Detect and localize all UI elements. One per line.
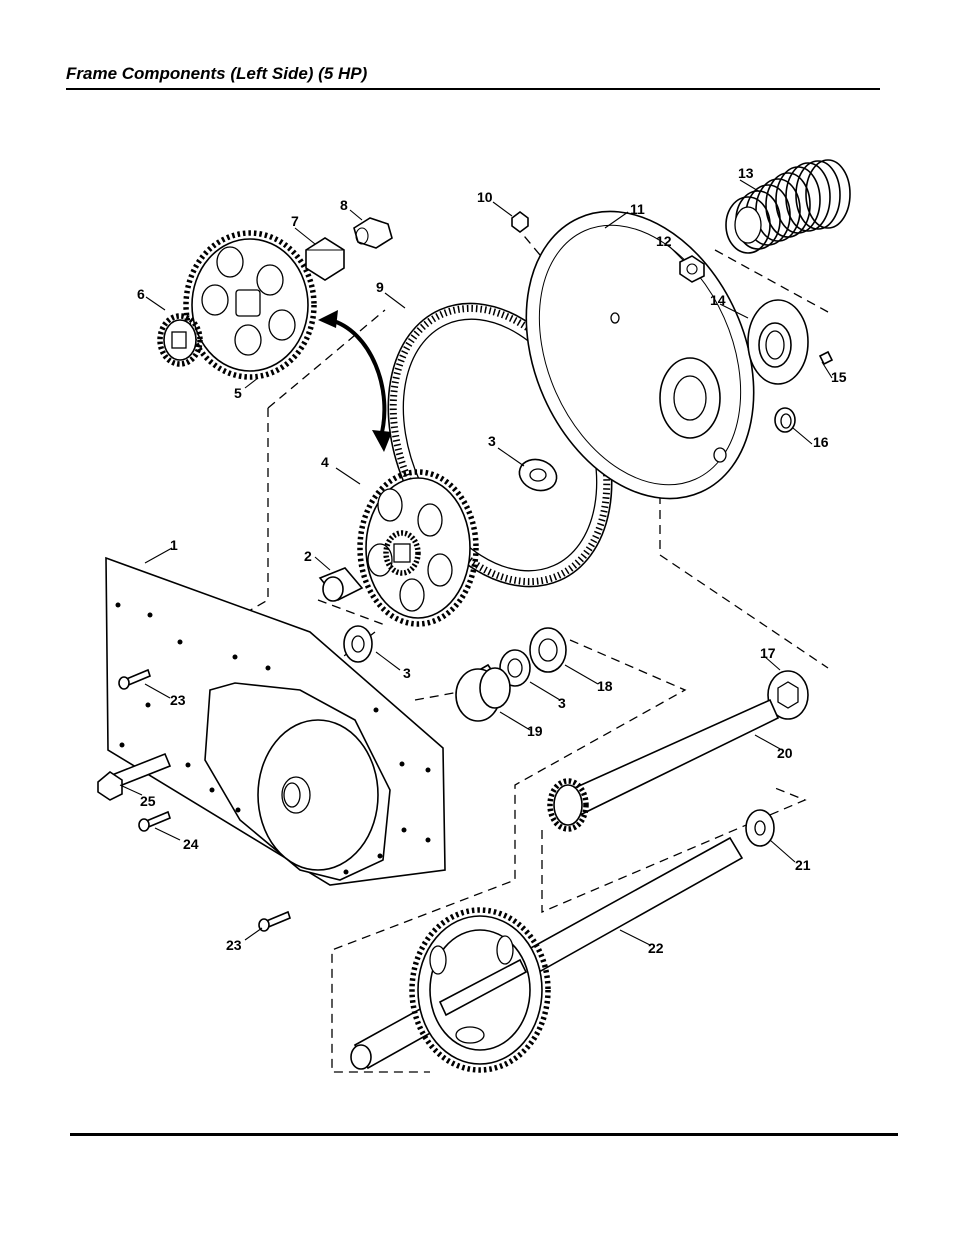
callout-2: 2 bbox=[304, 548, 312, 564]
callout-13: 13 bbox=[738, 165, 754, 181]
callout-21: 21 bbox=[795, 857, 811, 873]
callout-10: 10 bbox=[477, 189, 493, 205]
spacer-2 bbox=[318, 567, 364, 602]
callout-20: 20 bbox=[777, 745, 793, 761]
washer-21 bbox=[745, 809, 775, 847]
medium-gear bbox=[357, 469, 479, 627]
callout-15: 15 bbox=[831, 369, 847, 385]
callout-19: 19 bbox=[527, 723, 543, 739]
gear-cover bbox=[525, 210, 755, 500]
callout-5: 5 bbox=[234, 385, 242, 401]
callout-3: 3 bbox=[488, 433, 496, 449]
callout-11: 11 bbox=[630, 201, 645, 217]
callouts: 1 2 3 3 3 4 5 6 7 8 9 10 11 12 13 14 15 … bbox=[137, 165, 847, 956]
washer-middle bbox=[343, 625, 373, 663]
nut-12 bbox=[679, 255, 705, 283]
small-drive-gear bbox=[157, 313, 203, 367]
bolt-23-upper bbox=[118, 668, 151, 690]
nut-10 bbox=[511, 211, 529, 233]
screw-15 bbox=[818, 350, 834, 366]
callout-3: 3 bbox=[558, 695, 566, 711]
bolt-23-lower bbox=[258, 910, 291, 932]
callout-9: 9 bbox=[376, 279, 384, 295]
callout-25: 25 bbox=[140, 793, 156, 809]
callout-7: 7 bbox=[291, 213, 299, 229]
callout-16: 16 bbox=[813, 434, 829, 450]
hex-washer-17 bbox=[767, 670, 809, 720]
footer-rule bbox=[70, 1133, 898, 1136]
page-title: Frame Components (Left Side) (5 HP) bbox=[66, 64, 368, 83]
pinion-shaft bbox=[547, 698, 780, 832]
frame-plate bbox=[105, 556, 446, 886]
header-rule bbox=[66, 88, 880, 90]
coupler-8 bbox=[353, 217, 393, 249]
gear-swap-arrow bbox=[318, 310, 392, 452]
large-gear bbox=[183, 230, 317, 380]
callout-12: 12 bbox=[656, 233, 672, 249]
callout-22: 22 bbox=[648, 940, 664, 956]
axle-gear bbox=[350, 836, 744, 1073]
callout-18: 18 bbox=[597, 678, 613, 694]
coupler-7 bbox=[305, 237, 345, 281]
callout-24: 24 bbox=[183, 836, 199, 852]
bearing-plate bbox=[747, 299, 809, 385]
callout-23: 23 bbox=[170, 692, 186, 708]
washer-upper bbox=[518, 458, 558, 492]
callout-17: 17 bbox=[760, 645, 776, 661]
bushing-16 bbox=[774, 407, 796, 433]
spring bbox=[725, 159, 851, 254]
bushing-18 bbox=[529, 627, 567, 673]
callout-4: 4 bbox=[321, 454, 329, 470]
bolt-25 bbox=[97, 752, 172, 801]
callout-1: 1 bbox=[170, 537, 178, 553]
callout-8: 8 bbox=[340, 197, 348, 213]
callout-14: 14 bbox=[710, 292, 726, 308]
callout-23: 23 bbox=[226, 937, 242, 953]
callout-6: 6 bbox=[137, 286, 145, 302]
bolt-24 bbox=[138, 810, 171, 832]
leader-lines bbox=[119, 179, 833, 946]
callout-3: 3 bbox=[403, 665, 411, 681]
collar-19 bbox=[455, 663, 511, 722]
